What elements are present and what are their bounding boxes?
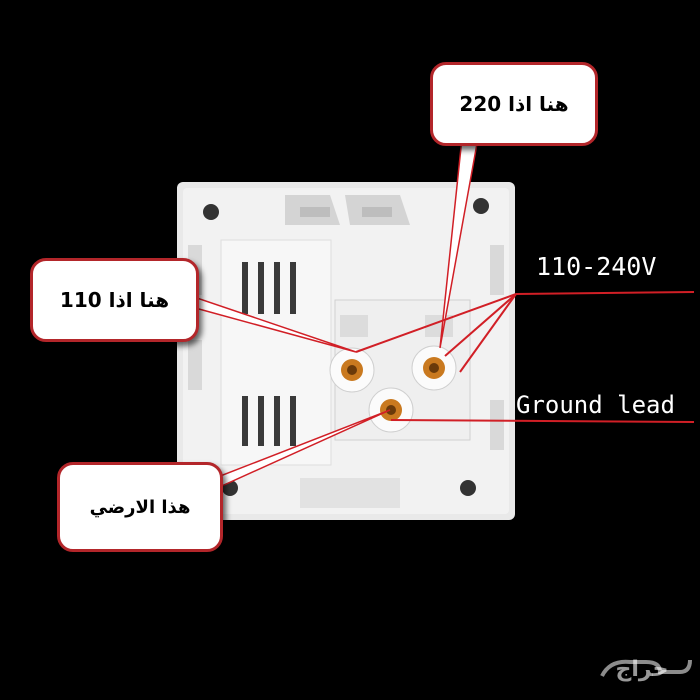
- watermark: حراج: [616, 657, 669, 682]
- terminal-ground: [368, 387, 414, 433]
- terminal-110: [329, 347, 375, 393]
- terminal-220: [411, 345, 457, 391]
- callout-220: هنا اذا 220: [430, 62, 598, 146]
- callout-110: هنا اذا 110: [30, 258, 199, 342]
- voltage-label: 110-240V: [536, 252, 657, 281]
- callout-ground: هذا الارضي: [57, 462, 223, 552]
- svg-text:حراج: حراج: [616, 657, 669, 682]
- ground-lead-label: Ground lead: [516, 391, 675, 419]
- leader-lines: [186, 137, 695, 496]
- watermark-logo: [600, 659, 692, 677]
